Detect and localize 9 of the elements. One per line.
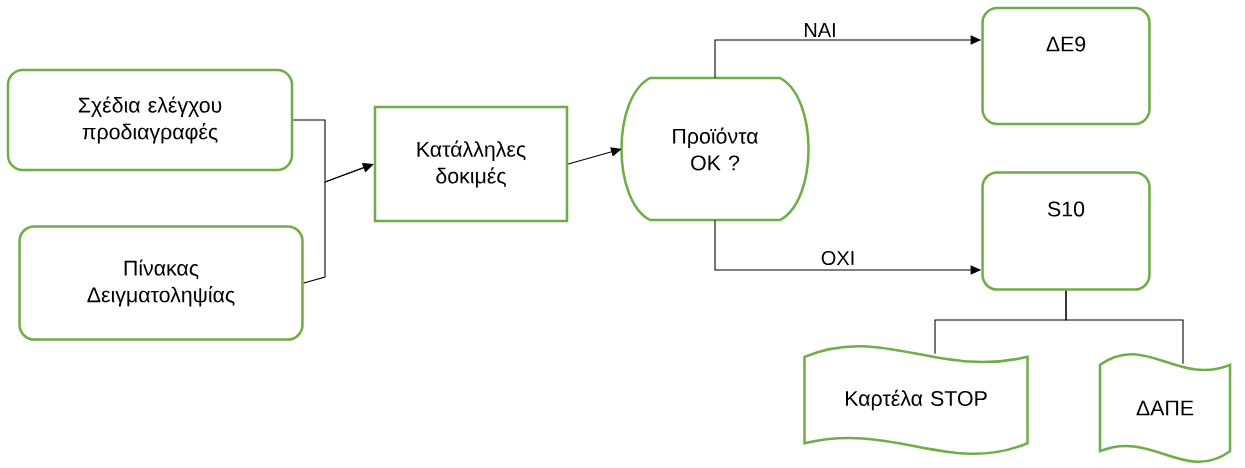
process-box: Πίνακας Δειγματοληψίας: [18, 225, 304, 341]
arrow: [303, 163, 374, 284]
edge-label: ΝΑΙ: [802, 21, 838, 39]
process-box: Σχέδια ελέγχου προδιαγραφές: [6, 68, 294, 172]
edge-label: ΟΧΙ: [819, 249, 857, 267]
process-box: Κατάλληλες δοκιμές: [373, 105, 569, 223]
process-box: S10: [981, 171, 1151, 291]
connector-line: [1065, 290, 1184, 365]
process-box: ΔΕ9: [981, 6, 1151, 126]
